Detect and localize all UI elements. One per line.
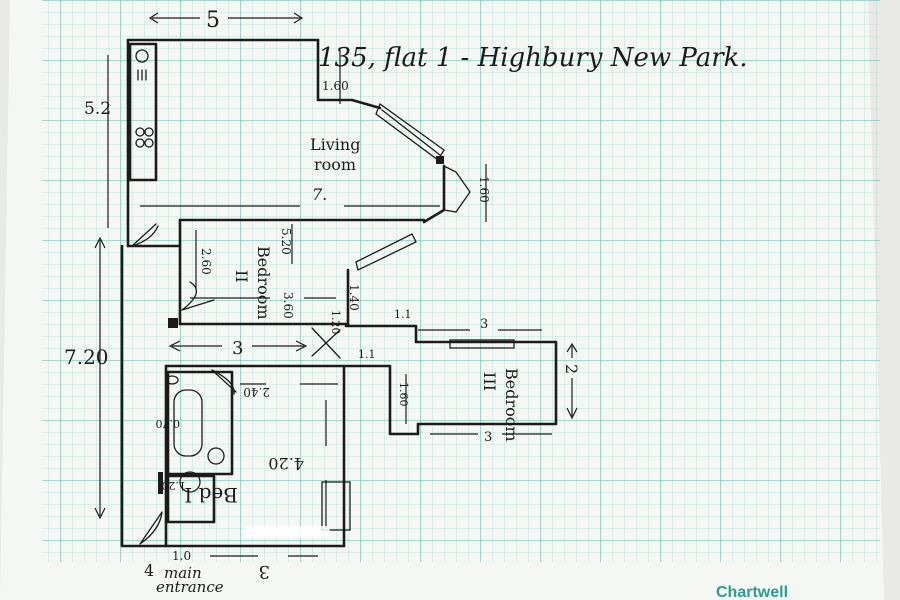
dim-bedroom-2: 2.60 3.60 5.20 <box>190 224 336 319</box>
dim-bottom: 1.0 3 4 <box>144 549 318 582</box>
dim-bedroom-3: 3 2 1.60 3 <box>397 317 581 445</box>
plan-title: 135, flat 1 - Highbury New Park. <box>318 43 748 73</box>
svg-text:1.0: 1.0 <box>172 549 191 563</box>
walls <box>120 38 558 548</box>
svg-text:1.1: 1.1 <box>358 348 376 361</box>
dim-living-width: 7. <box>140 185 440 207</box>
dim-left-lower: 7.20 <box>64 236 109 520</box>
svg-text:3: 3 <box>232 338 243 359</box>
dim-window-right: 1.60 <box>477 164 491 222</box>
svg-text:room: room <box>314 155 356 174</box>
svg-text:4: 4 <box>144 561 154 580</box>
svg-text:III: III <box>480 372 499 391</box>
svg-text:2.40: 2.40 <box>243 385 270 399</box>
correction-fluid-mark <box>244 526 330 538</box>
svg-text:5.20: 5.20 <box>279 228 293 255</box>
svg-text:4.20: 4.20 <box>268 454 304 473</box>
svg-text:3.60: 3.60 <box>281 292 295 319</box>
svg-text:3: 3 <box>259 561 270 582</box>
room-bedroom-3: III Bedroom <box>480 368 521 442</box>
svg-text:1.1: 1.1 <box>394 308 412 321</box>
windows <box>158 102 515 531</box>
svg-text:1.60: 1.60 <box>477 176 491 203</box>
svg-text:0.70: 0.70 <box>156 417 181 430</box>
room-bedroom-1: Bed I <box>184 483 238 507</box>
svg-text:1.60: 1.60 <box>397 382 410 407</box>
svg-text:5.2: 5.2 <box>84 99 111 119</box>
brand-logo: Chartwell <box>716 584 788 600</box>
grid <box>42 0 880 562</box>
fixtures <box>135 49 225 493</box>
dim-window-top: 1.60 <box>322 50 349 104</box>
svg-text:1.60: 1.60 <box>322 79 349 93</box>
svg-text:7.20: 7.20 <box>64 345 109 369</box>
svg-text:3: 3 <box>480 317 488 332</box>
dim-left-upper: 5.2 <box>84 55 111 228</box>
svg-text:2: 2 <box>562 364 581 374</box>
dim-bath: 0.70 1.20 <box>156 417 187 492</box>
svg-text:5: 5 <box>206 8 220 33</box>
svg-text:II: II <box>232 270 251 283</box>
svg-text:3: 3 <box>484 430 492 445</box>
label-entrance: main entrance <box>156 564 224 596</box>
svg-text:main: main <box>164 564 202 582</box>
room-living: Living room <box>310 135 360 174</box>
svg-text:1.20: 1.20 <box>162 479 187 492</box>
svg-text:1.20: 1.20 <box>329 310 342 335</box>
svg-text:1.40: 1.40 <box>347 284 361 311</box>
svg-text:Bedroom: Bedroom <box>254 246 273 320</box>
svg-text:Living: Living <box>310 135 360 154</box>
room-bedroom-2: II Bedroom <box>232 246 273 320</box>
door-swings <box>131 223 341 545</box>
svg-text:entrance: entrance <box>156 578 224 596</box>
dim-corridor: 3 <box>168 338 308 359</box>
svg-text:Bedroom: Bedroom <box>502 368 521 442</box>
dim-bedroom-1: 2.40 4.20 <box>240 383 338 528</box>
svg-text:2.60: 2.60 <box>199 248 213 275</box>
svg-text:7.: 7. <box>312 185 327 204</box>
dim-hall: 1.40 1.20 1.1 1.1 <box>329 284 412 367</box>
dim-top: 5 <box>148 8 304 33</box>
svg-text:Bed I: Bed I <box>184 483 238 507</box>
